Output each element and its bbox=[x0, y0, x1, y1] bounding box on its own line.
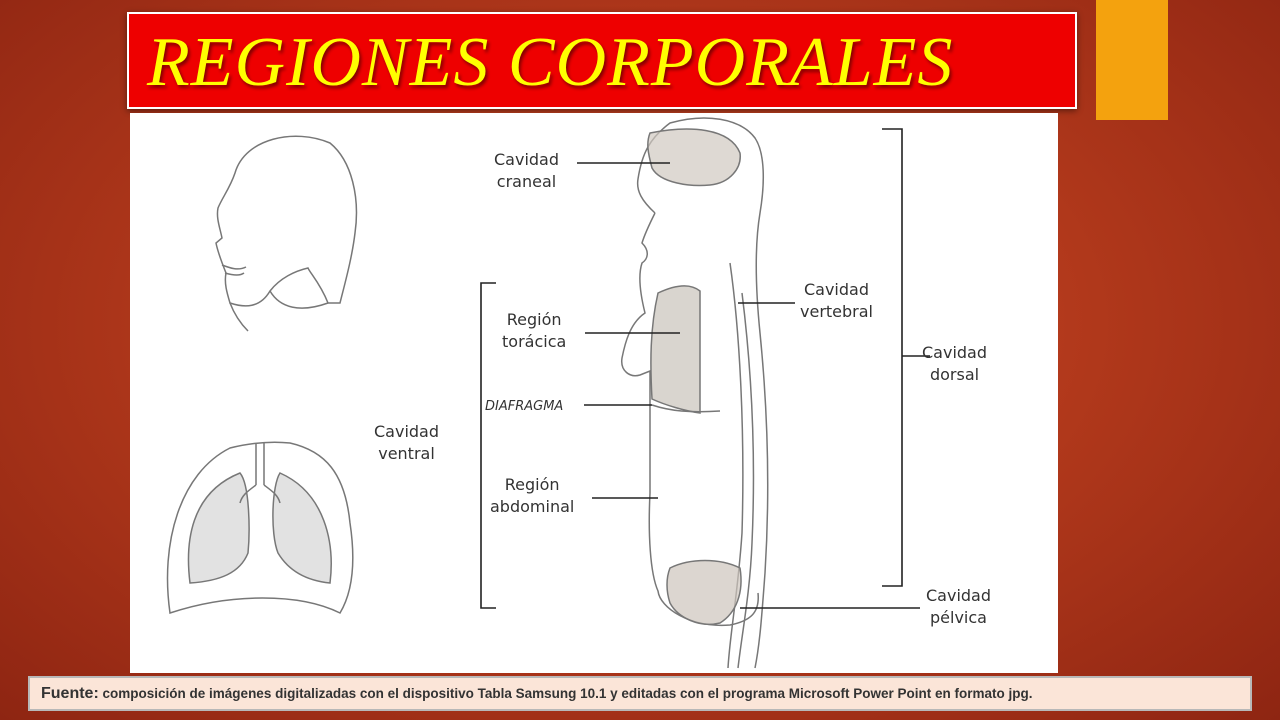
cranial-cavity bbox=[647, 128, 741, 187]
face-profile bbox=[621, 212, 656, 493]
pelvic-cavity bbox=[666, 559, 742, 625]
body-front-profile bbox=[636, 117, 769, 669]
trachea bbox=[239, 443, 281, 504]
label-cavidad-vertebral: Cavidad vertebral bbox=[800, 280, 873, 321]
diaphragm-line bbox=[651, 404, 721, 413]
label-cavidad-ventral: Cavidad ventral bbox=[374, 422, 440, 463]
bracket-dorsal bbox=[882, 128, 903, 587]
thorax-outline bbox=[166, 441, 354, 614]
label-diafragma: DIAFRAGMA bbox=[485, 399, 564, 414]
thoracic-cavity bbox=[650, 285, 701, 414]
accent-square bbox=[1096, 0, 1168, 120]
head-outline bbox=[215, 135, 358, 307]
spine-line-inner bbox=[737, 292, 755, 669]
label-region-abdominal: Región abdominal bbox=[490, 475, 575, 516]
footer-text: composición de imágenes digitalizadas co… bbox=[98, 686, 1033, 701]
label-cavidad-craneal: Cavidad craneal bbox=[494, 150, 560, 191]
right-lung bbox=[272, 472, 332, 584]
diagram-panel: Cavidad craneal Cavidad vertebral Cavida… bbox=[130, 113, 1058, 673]
footer-prefix: Fuente: bbox=[41, 685, 99, 702]
left-lung bbox=[187, 472, 250, 584]
label-cavidad-pelvica: Cavidad pélvica bbox=[926, 586, 992, 627]
abdomen-outline bbox=[648, 492, 759, 626]
title-banner: REGIONES CORPORALES bbox=[127, 12, 1077, 109]
mouth-mark bbox=[221, 264, 247, 276]
source-footer: Fuente: composición de imágenes digitali… bbox=[28, 676, 1252, 711]
spine-line bbox=[727, 262, 744, 669]
label-region-toracica: Región torácica bbox=[502, 310, 567, 351]
head-lower-lines bbox=[229, 290, 329, 332]
slide-title: REGIONES CORPORALES bbox=[147, 24, 954, 101]
anatomy-drawing bbox=[166, 117, 930, 669]
bracket-ventral bbox=[480, 282, 496, 609]
label-cavidad-dorsal: Cavidad dorsal bbox=[922, 343, 988, 384]
